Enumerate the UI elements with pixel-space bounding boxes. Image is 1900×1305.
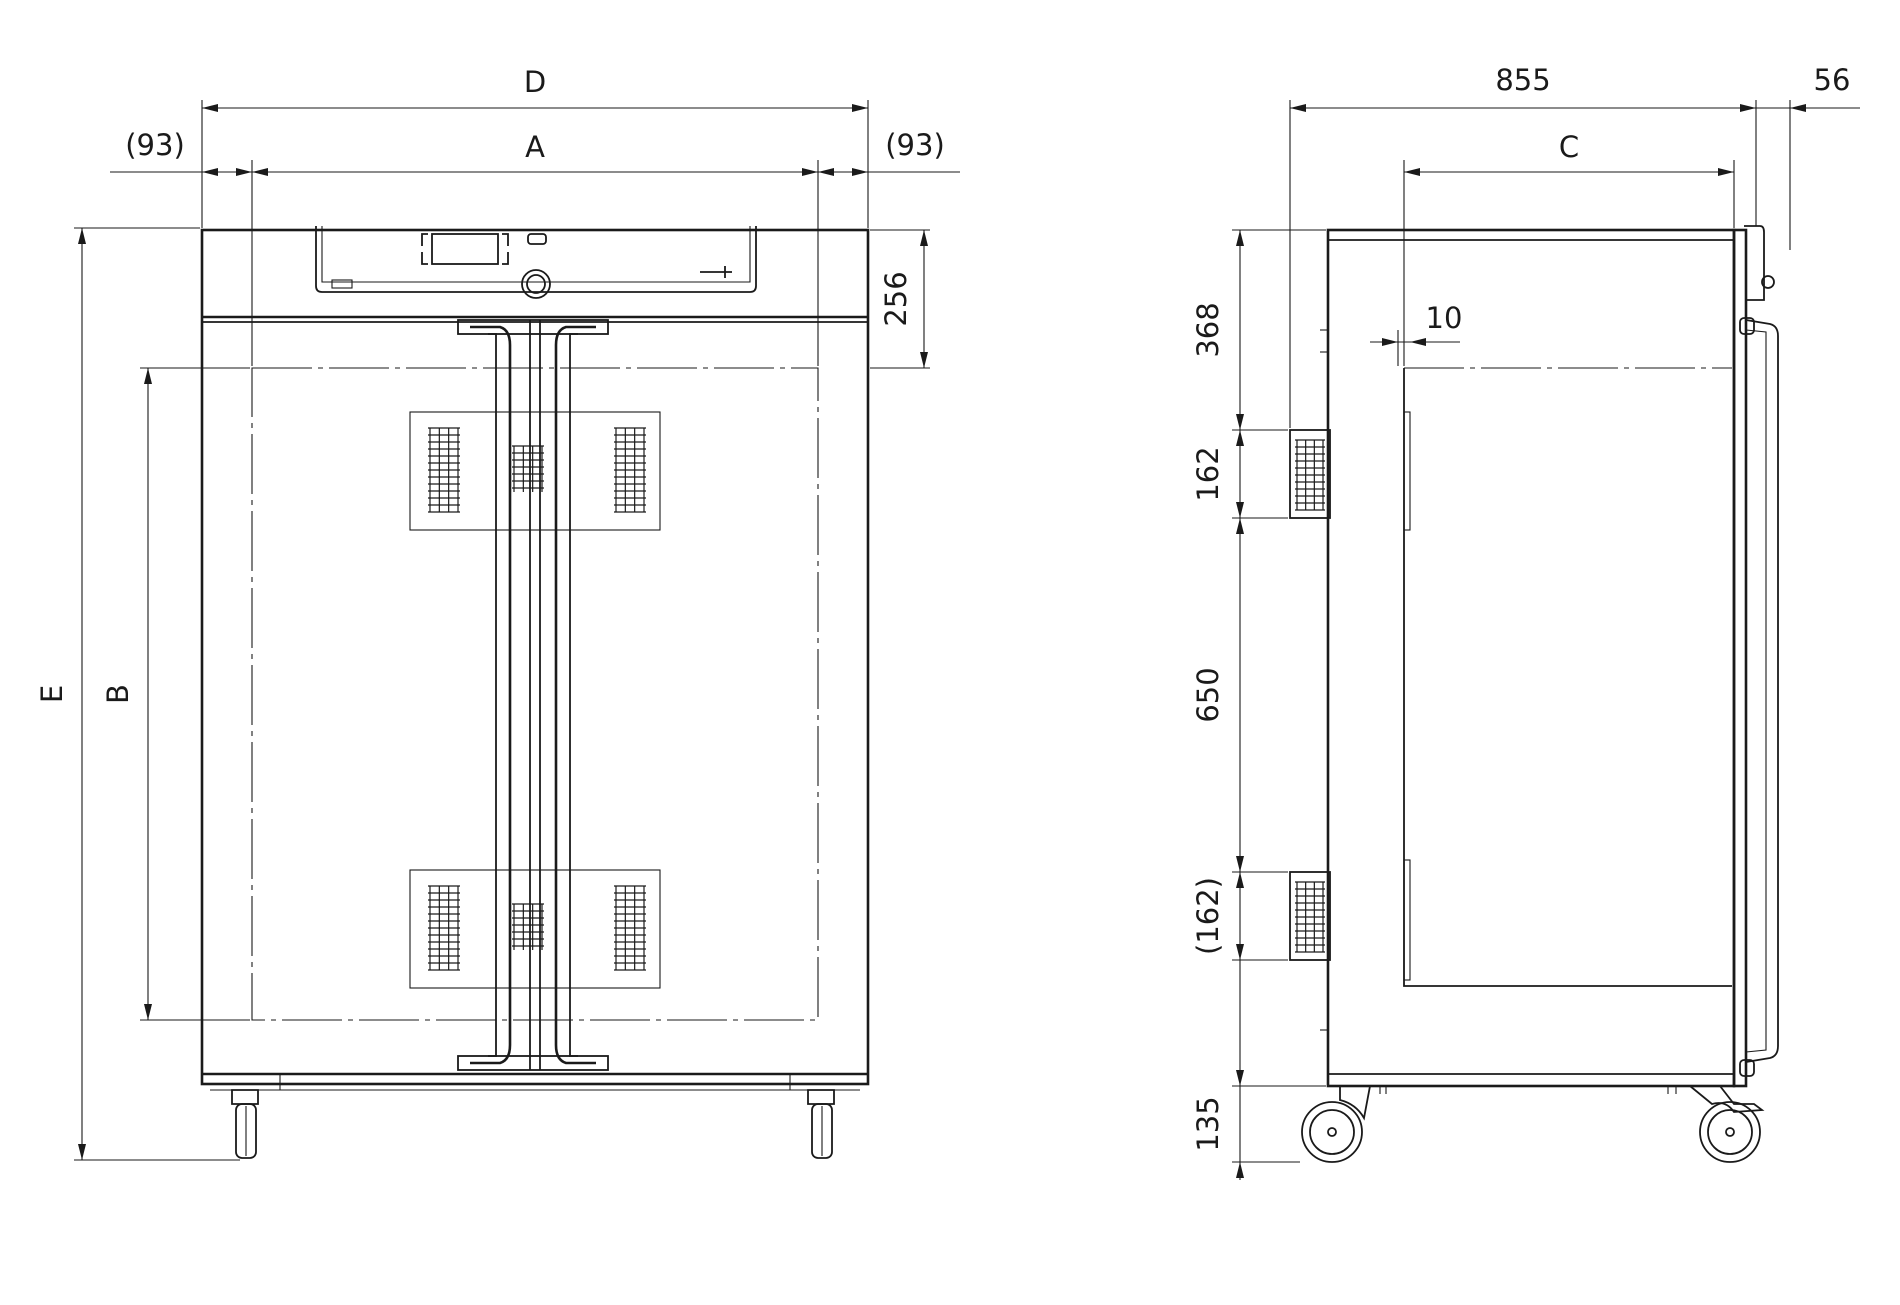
dim-label-D: D [524, 65, 546, 99]
handle-right-outer [554, 325, 596, 1065]
control-panel [315, 226, 757, 293]
dim-label-368: 368 [1191, 302, 1225, 357]
front-chamber-outline [251, 367, 819, 1021]
dim-label-855: 855 [1495, 63, 1550, 97]
dim-label-right-offset: (93) [885, 128, 945, 162]
dim-label-10: 10 [1426, 301, 1463, 335]
vent-grille [1295, 439, 1325, 511]
side-caster-left [1301, 1085, 1372, 1163]
dim-label-650: 650 [1191, 667, 1225, 722]
handle-top-bracket [457, 319, 609, 335]
vent-grille [614, 885, 646, 971]
door-handles [457, 319, 609, 1071]
control-knob-inner [526, 274, 546, 294]
side-lower-vent [1289, 871, 1331, 961]
front-caster-left [231, 1089, 259, 1159]
front-cabinet-outline [200, 228, 870, 1086]
front-view: D A (93) (93) 256 B E [35, 65, 960, 1161]
brand-logo-mark [700, 266, 732, 278]
dim-label-162: 162 [1191, 446, 1225, 501]
side-door [1732, 225, 1779, 1088]
handle-left-inner [488, 333, 497, 1057]
vent-grille [614, 427, 646, 513]
front-vent-grilles [428, 427, 646, 971]
front-dimensions [74, 100, 960, 1161]
dim-label-A: A [525, 130, 545, 164]
usb-port-icon [331, 279, 353, 289]
control-key-icon [527, 233, 547, 245]
control-panel-inner [321, 226, 751, 283]
side-chamber-wall [1403, 368, 1732, 987]
control-display [431, 233, 499, 265]
display-brackets [421, 233, 509, 265]
dim-label-C: C [1559, 130, 1579, 164]
handle-right-inner [569, 333, 578, 1057]
dim-label-B: B [101, 684, 135, 704]
vent-grille [512, 445, 544, 492]
front-caster-right [807, 1089, 835, 1159]
dim-label-135: 135 [1191, 1096, 1225, 1151]
handle-bottom-bracket [457, 1055, 609, 1071]
side-upper-shelf-rail [1403, 411, 1411, 531]
dim-label-left-offset: (93) [125, 128, 185, 162]
dim-label-56: 56 [1814, 63, 1851, 97]
dim-label-162-ref: (162) [1191, 877, 1225, 955]
vent-grille [1295, 881, 1325, 953]
dim-label-E: E [35, 685, 69, 703]
handle-left-outer [470, 325, 512, 1065]
side-dimensions [1232, 100, 1860, 1180]
side-lower-shelf-rail [1403, 859, 1411, 981]
vent-grille [512, 903, 544, 950]
side-vent-grilles [1295, 439, 1325, 953]
vent-grille [428, 885, 460, 971]
vent-grille [428, 427, 460, 513]
control-knob [521, 269, 551, 299]
front-lower-vent-area [409, 869, 661, 989]
dim-label-256: 256 [879, 271, 913, 326]
side-cabinet-outline [1326, 228, 1736, 1088]
front-upper-vent-area [409, 411, 661, 531]
side-upper-vent [1289, 429, 1331, 519]
side-caster-right [1687, 1085, 1765, 1163]
side-view: 855 56 C 10 368 162 650 (162) 135 [1191, 63, 1860, 1180]
